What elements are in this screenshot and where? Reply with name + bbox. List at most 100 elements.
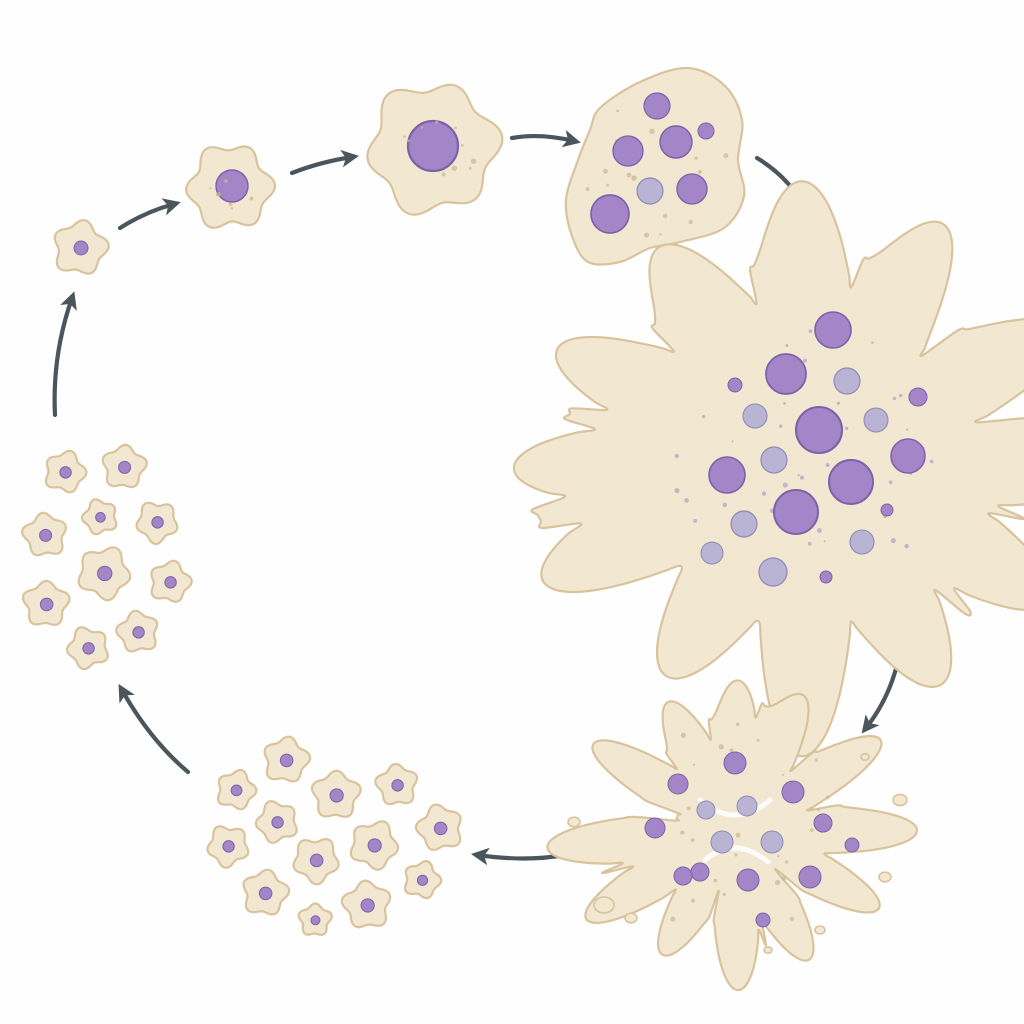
nucleus (643, 92, 671, 120)
nucleus (736, 868, 760, 892)
nucleus (230, 784, 243, 797)
cytoplasm-droplet (593, 896, 615, 914)
daughter-cell (310, 769, 362, 818)
nucleus (700, 541, 724, 565)
daughter-cell (297, 902, 333, 936)
nucleus (844, 837, 860, 853)
stage-mature-cell (366, 83, 504, 216)
nucleus (690, 862, 710, 882)
nucleus (880, 503, 894, 517)
granule (228, 202, 233, 207)
granule (468, 166, 472, 170)
granule (606, 183, 610, 187)
nucleus (814, 311, 852, 349)
nucleus (708, 456, 746, 494)
nucleus (39, 597, 54, 612)
nucleus (908, 387, 928, 407)
cytoplasm-droplet (878, 871, 892, 883)
nucleus (760, 830, 784, 854)
nucleus (863, 407, 889, 433)
granule (674, 453, 679, 459)
nucleus (164, 576, 177, 589)
nucleus (151, 516, 164, 529)
granule (823, 540, 826, 543)
granule (662, 213, 668, 219)
cytoplasm-droplet (763, 945, 773, 954)
nucleus (765, 353, 807, 395)
granule (735, 722, 740, 727)
granule (249, 196, 254, 201)
nucleus (697, 122, 715, 140)
stage-multinucleate-cell (564, 66, 746, 266)
cytoplasm-droplet (860, 752, 870, 761)
nucleus (309, 853, 324, 868)
granule (906, 428, 909, 431)
nucleus (59, 466, 72, 479)
arrow-dispersed-daughter-cells-to-small-cell (52, 291, 77, 418)
nucleus (773, 489, 819, 535)
granule (230, 206, 234, 210)
granule (697, 169, 702, 175)
granule (694, 156, 698, 160)
granule (718, 744, 724, 750)
granule (890, 538, 896, 544)
daughter-cell (374, 762, 419, 806)
granule (407, 139, 411, 142)
granule (713, 878, 718, 883)
nucleus (676, 173, 708, 205)
nucleus (39, 528, 53, 542)
nucleus (612, 135, 644, 167)
nucleus (758, 557, 788, 587)
granule (693, 518, 698, 523)
nucleus (723, 751, 747, 775)
granule (814, 758, 818, 762)
granule (670, 916, 676, 922)
nucleus (258, 886, 273, 901)
granule (649, 128, 655, 135)
nucleus (813, 813, 833, 833)
nucleus (644, 817, 666, 839)
nucleus (97, 565, 113, 582)
daughter-cell (77, 546, 132, 602)
nucleus (833, 367, 861, 395)
nucleus (742, 403, 768, 429)
granule (797, 474, 800, 477)
daughter-cell (150, 559, 193, 603)
daughter-cell (206, 825, 250, 869)
granule (807, 541, 812, 546)
daughter-cell (21, 511, 67, 557)
arrow-mature-cell-to-multinucleate-cell (509, 129, 581, 148)
nucleus (636, 177, 664, 205)
granule (826, 795, 830, 799)
daughter-cell (292, 838, 340, 886)
nucleus (736, 795, 758, 817)
granule (470, 158, 477, 164)
granule (756, 738, 760, 742)
granule (825, 463, 830, 467)
nucleus (727, 377, 743, 393)
granule (602, 168, 608, 174)
granule (460, 143, 464, 147)
granule (929, 459, 934, 464)
granule (836, 401, 841, 405)
nucleus (360, 898, 375, 913)
nucleus (406, 119, 460, 173)
nucleus (730, 510, 758, 538)
daughter-cell (44, 449, 88, 494)
nucleus (118, 460, 132, 474)
daughter-cell (65, 626, 109, 671)
granule (734, 853, 738, 857)
granule (774, 879, 781, 886)
granule (898, 393, 903, 398)
granule (777, 854, 780, 858)
nucleus (659, 125, 693, 159)
granule (224, 179, 228, 183)
stage-released-daughter-cells (206, 735, 462, 936)
granule (802, 358, 807, 363)
granule (674, 487, 680, 494)
granule (454, 126, 457, 130)
granule (785, 343, 789, 347)
nucleus (215, 169, 249, 203)
nucleus (433, 821, 448, 836)
nucleus (279, 753, 294, 768)
